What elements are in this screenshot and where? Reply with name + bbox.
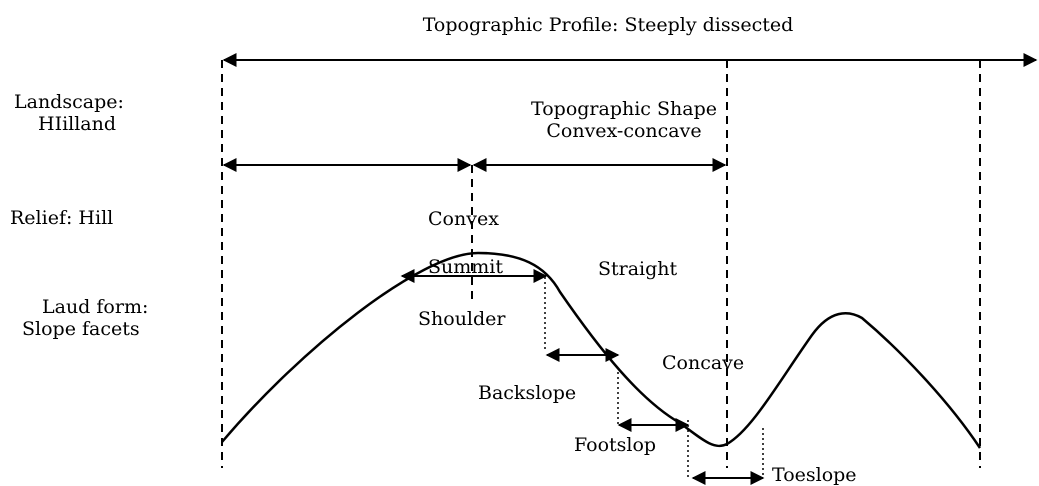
diagram-title: Topographic Profile: Steeply dissected [422, 14, 794, 36]
landform-line2: Slope facets [22, 318, 140, 340]
concave-label: Concave [662, 352, 745, 374]
relief-label: Relief: Hill [10, 207, 114, 229]
toeslope-label: Toeslope [772, 464, 857, 486]
landform-label: Laud form: Slope facets [22, 296, 148, 340]
shape-line2: Convex-concave [546, 120, 702, 142]
landform-line1: Laud form: [42, 296, 149, 318]
shape-line1: Topographic Shape [531, 98, 717, 120]
straight-label: Straight [598, 258, 678, 280]
landscape-label: Landscape: HIilland [14, 91, 124, 135]
shoulder-label: Shoulder [418, 308, 506, 330]
landscape-line1: Landscape: [14, 91, 124, 113]
topographic-shape-label: Topographic Shape Convex-concave [531, 98, 717, 142]
landscape-line2: HIilland [38, 113, 117, 135]
summit-label: Summit [428, 256, 503, 278]
convex-label: Convex [428, 208, 499, 230]
terrain-profile [221, 251, 982, 449]
backslope-label: Backslope [478, 382, 577, 404]
footslope-label: Footslop [574, 434, 657, 456]
